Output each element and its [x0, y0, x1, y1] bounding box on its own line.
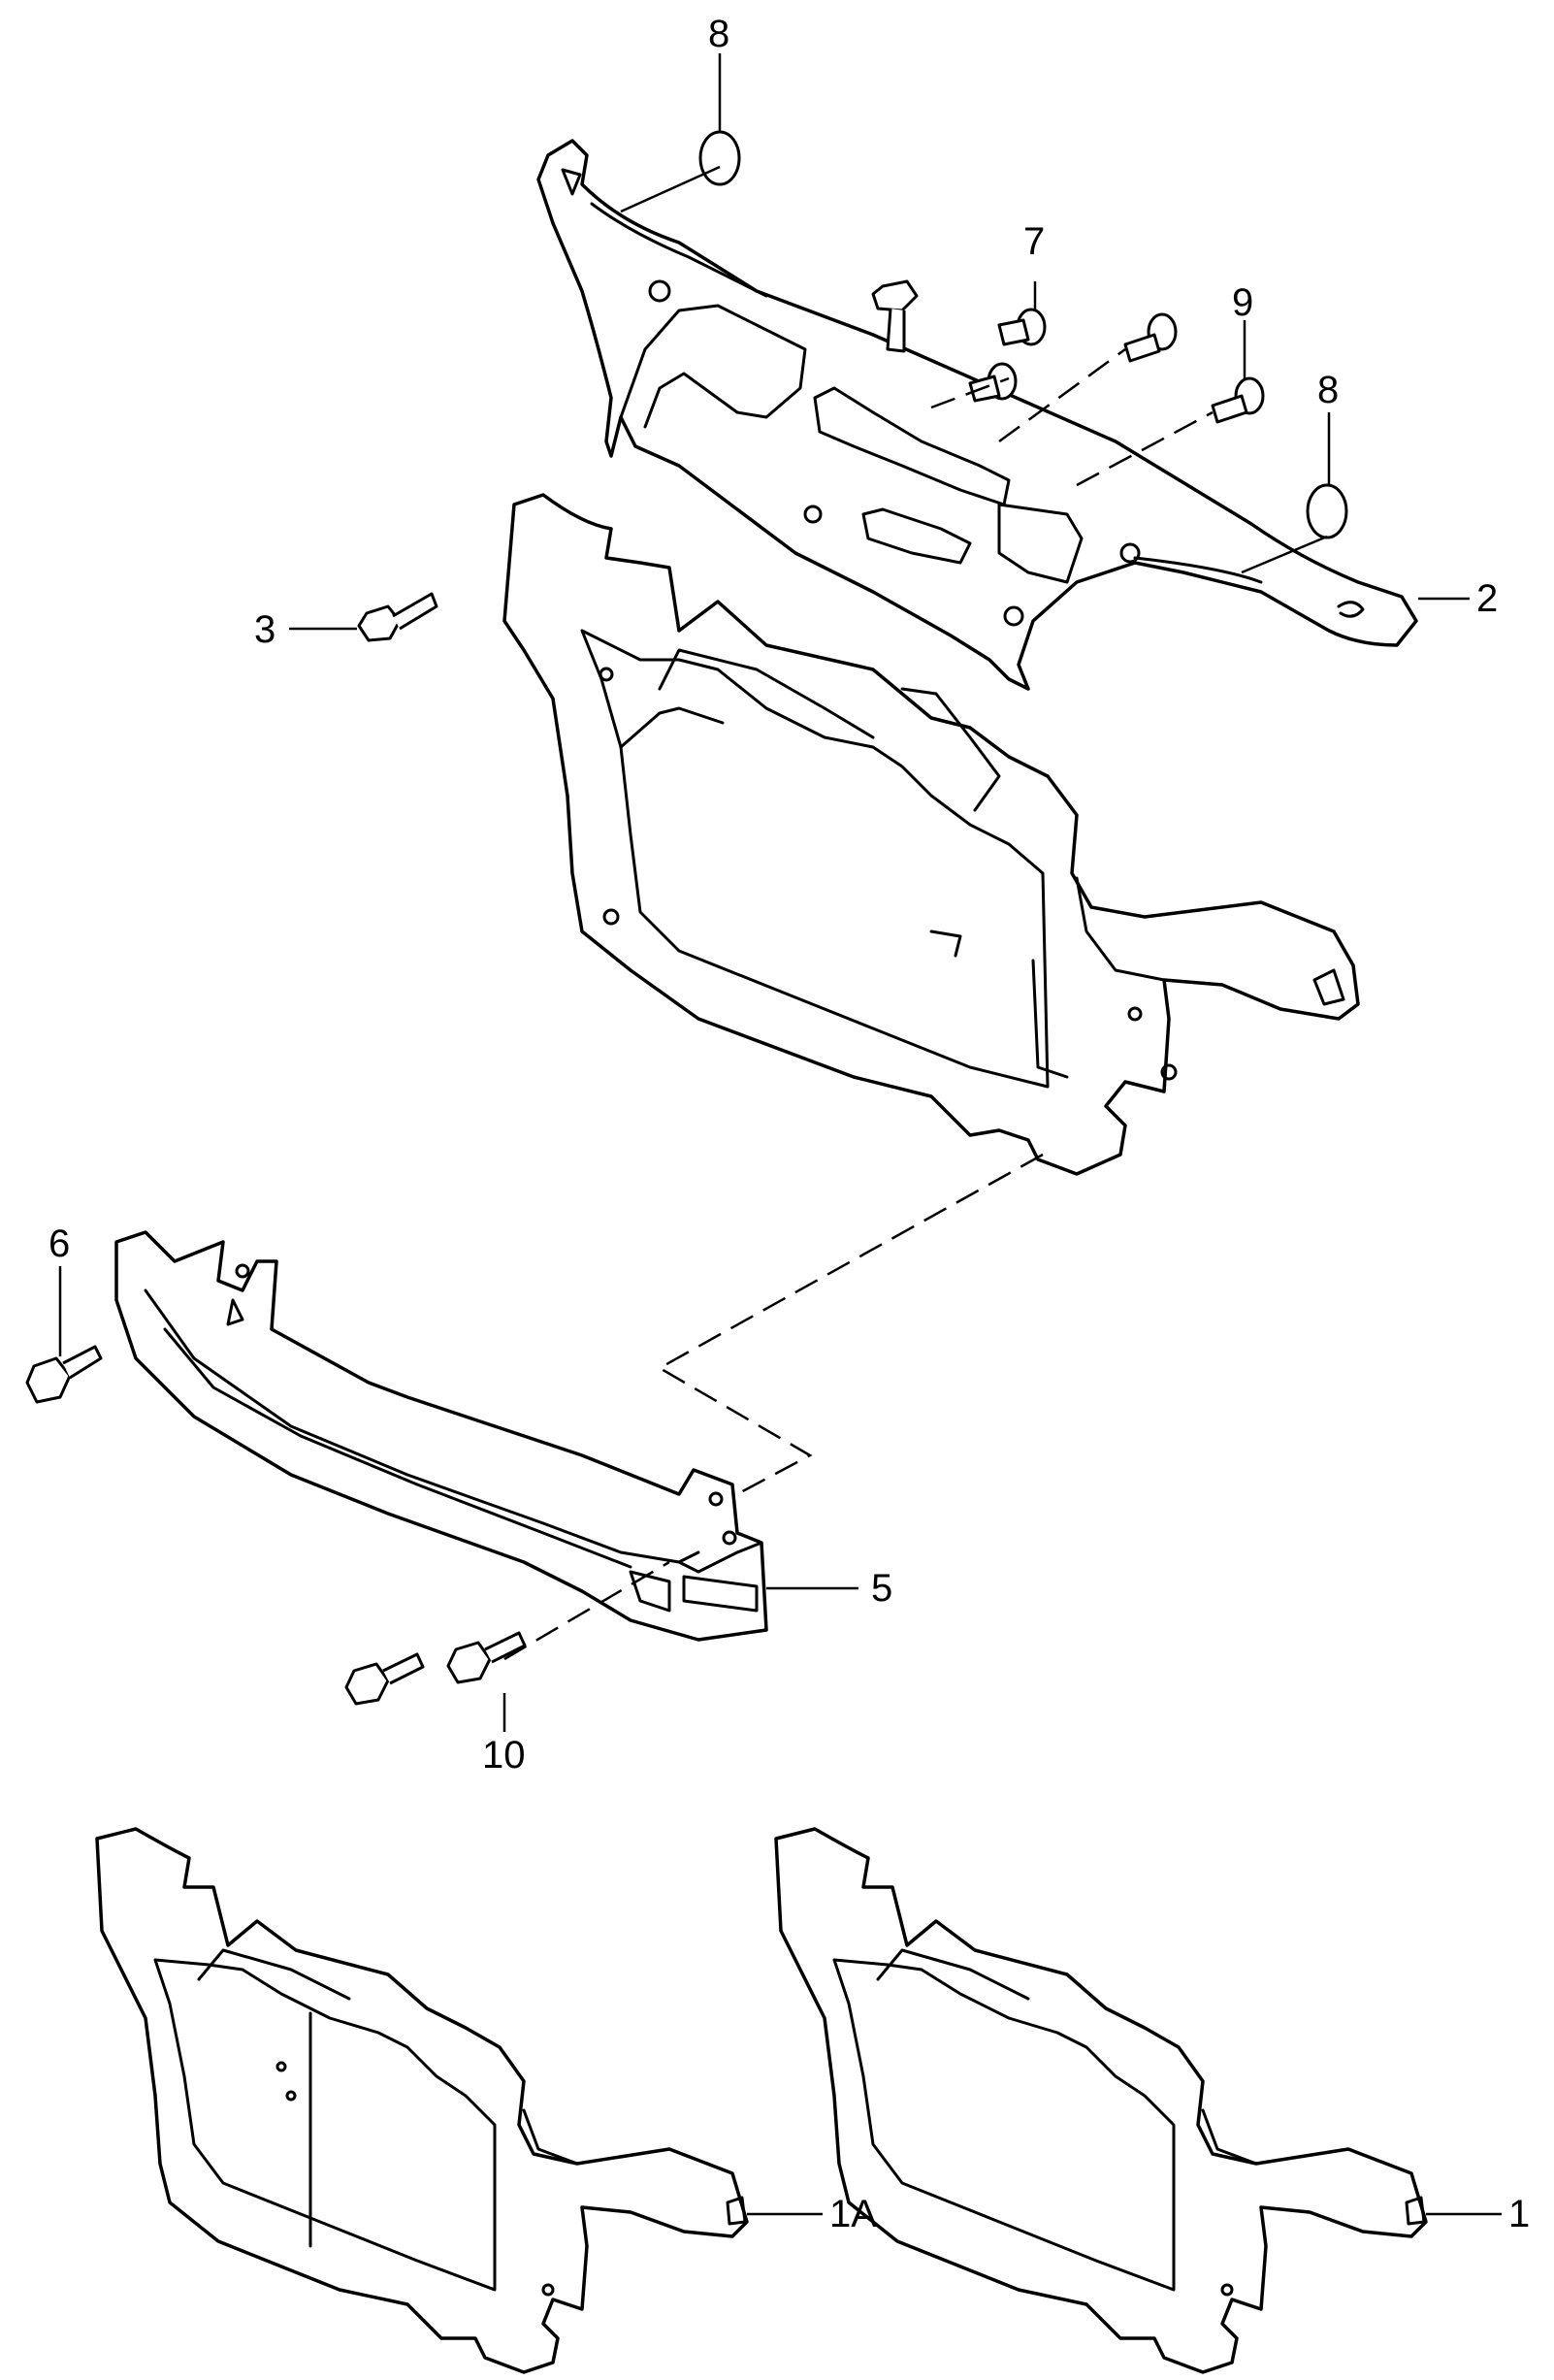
screw-7b [968, 362, 1018, 403]
bolt-10b [446, 1631, 527, 1684]
callout-8-right: 8 [1317, 369, 1339, 411]
radiator-support-variant-1a [95, 1827, 749, 2374]
dash-line-bumper [657, 1153, 1044, 1496]
bumper-reinforcement-part-5 [114, 1230, 768, 1642]
dash-line-bolt-10 [503, 1560, 670, 1661]
bolt-10a [344, 1652, 425, 1706]
callout-8-upper: 8 [708, 13, 729, 55]
callout-3: 3 [254, 608, 275, 651]
dash-line-bolts-7 [930, 376, 1010, 409]
upper-cross-member-part-2 [536, 139, 1418, 691]
callout-1a: 1A [829, 2193, 877, 2235]
plug-8-right [1306, 483, 1348, 539]
pin-9a [1123, 312, 1178, 363]
leader-8-upper [620, 53, 722, 213]
radiator-support-main [502, 493, 1360, 1176]
callout-10: 10 [482, 1734, 526, 1777]
callout-5: 5 [871, 1567, 892, 1610]
callout-6: 6 [49, 1223, 70, 1265]
callout-1: 1 [1508, 2193, 1530, 2235]
callout-7: 7 [1023, 220, 1045, 263]
plug-8-upper [698, 130, 741, 186]
radiator-support-variant-1 [774, 1827, 1428, 2374]
dash-line-bolts-9a [998, 347, 1126, 443]
leader-8-right [1241, 412, 1331, 574]
pin-9b [1211, 376, 1265, 424]
bolt-6 [25, 1345, 103, 1404]
callout-9: 9 [1232, 281, 1253, 324]
bolt-3 [357, 592, 438, 642]
callout-2: 2 [1476, 577, 1498, 620]
dash-line-bolts-9b [1076, 410, 1214, 487]
bolt-7 [871, 279, 919, 353]
screw-7a [997, 308, 1047, 346]
